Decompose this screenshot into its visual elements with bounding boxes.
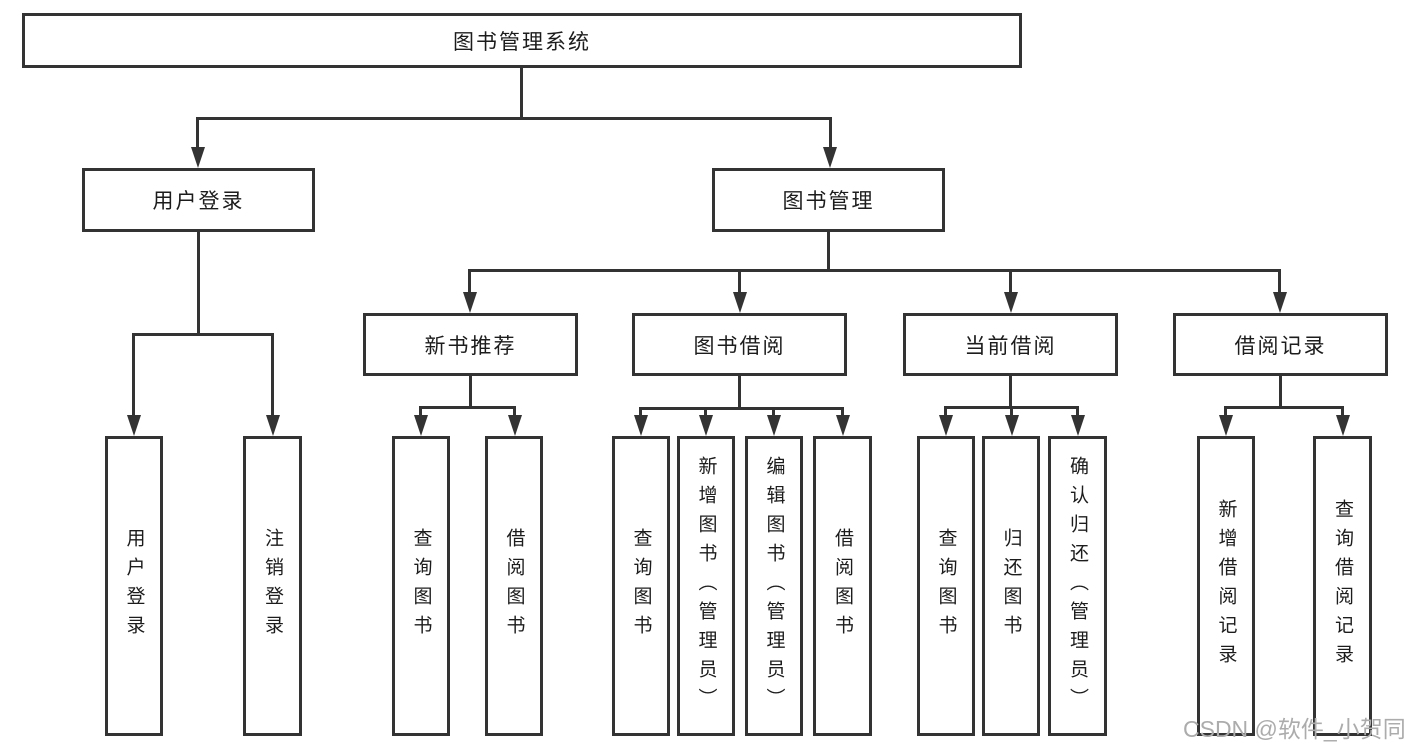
node-leaf-confirm-return-admin: 确认归还（管理员） xyxy=(1048,436,1107,736)
arrow-down-icon xyxy=(1219,415,1233,436)
node-book-management: 图书管理 xyxy=(712,168,945,232)
connector-line xyxy=(1009,376,1012,408)
node-label: 借阅图书 xyxy=(503,528,525,644)
connector-line xyxy=(1010,406,1013,416)
arrow-down-icon xyxy=(414,415,428,436)
connector-line xyxy=(1224,406,1344,409)
node-label: 图书借阅 xyxy=(693,334,786,358)
node-leaf-borrow-books: 借阅图书 xyxy=(813,436,872,736)
arrow-down-icon xyxy=(463,292,477,313)
arrow-down-icon xyxy=(733,292,747,313)
connector-line xyxy=(1341,406,1344,416)
connector-line xyxy=(639,407,642,416)
node-leaf-user-login: 用户登录 xyxy=(105,436,163,736)
arrow-down-icon xyxy=(699,415,713,436)
connector-line xyxy=(1076,406,1079,416)
connector-line xyxy=(827,232,830,271)
connector-line xyxy=(829,117,832,148)
connector-line xyxy=(419,406,516,409)
connector-line xyxy=(197,232,200,335)
node-leaf-edit-book-admin: 编辑图书（管理员） xyxy=(745,436,803,736)
arrow-down-icon xyxy=(508,415,522,436)
arrow-down-icon xyxy=(823,147,837,168)
arrow-down-icon xyxy=(1005,415,1019,436)
node-leaf-borrow-books-recommend: 借阅图书 xyxy=(485,436,543,736)
node-library-system: 图书管理系统 xyxy=(22,13,1022,68)
node-new-book-recommend: 新书推荐 xyxy=(363,313,578,376)
node-label: 新书推荐 xyxy=(424,334,517,358)
node-user-login: 用户登录 xyxy=(82,168,315,232)
connector-line xyxy=(469,376,472,408)
node-label: 注销登录 xyxy=(262,528,283,644)
node-label: 用户登录 xyxy=(123,528,145,644)
connector-line xyxy=(944,406,947,416)
connector-line xyxy=(271,333,274,416)
connector-line xyxy=(738,376,741,409)
connector-line xyxy=(639,407,844,410)
node-leaf-query-borrow-record: 查询借阅记录 xyxy=(1313,436,1372,736)
node-label: 查询图书 xyxy=(630,528,652,644)
connector-line xyxy=(468,269,1281,272)
arrow-down-icon xyxy=(767,415,781,436)
connector-line xyxy=(738,269,741,294)
connector-line xyxy=(1279,376,1282,408)
node-leaf-add-borrow-record: 新增借阅记录 xyxy=(1197,436,1255,736)
node-leaf-query-books-current: 查询图书 xyxy=(917,436,975,736)
arrow-down-icon xyxy=(1273,292,1287,313)
node-book-borrow: 图书借阅 xyxy=(632,313,847,376)
arrow-down-icon xyxy=(266,415,280,436)
node-label: 查询借阅记录 xyxy=(1332,499,1353,673)
node-leaf-add-book-admin: 新增图书（管理员） xyxy=(677,436,735,736)
connector-line xyxy=(196,117,832,120)
connector-line xyxy=(704,407,707,416)
arrow-down-icon xyxy=(836,415,850,436)
node-label: 借阅图书 xyxy=(832,528,853,644)
node-label: 查询图书 xyxy=(935,528,957,644)
arrow-down-icon xyxy=(939,415,953,436)
node-label: 新增借阅记录 xyxy=(1215,499,1237,673)
arrow-down-icon xyxy=(1004,292,1018,313)
node-label: 编辑图书（管理员） xyxy=(763,455,785,717)
node-leaf-return-books: 归还图书 xyxy=(982,436,1040,736)
connector-line xyxy=(520,66,523,119)
node-borrow-records: 借阅记录 xyxy=(1173,313,1388,376)
connector-line xyxy=(468,269,471,294)
connector-line xyxy=(132,333,274,336)
node-leaf-query-books-recommend: 查询图书 xyxy=(392,436,450,736)
connector-line xyxy=(772,407,775,416)
connector-line xyxy=(1278,269,1281,294)
arrow-down-icon xyxy=(634,415,648,436)
node-label: 确认归还（管理员） xyxy=(1067,455,1088,717)
node-label: 当前借阅 xyxy=(964,334,1057,358)
arrow-down-icon xyxy=(191,147,205,168)
node-label: 借阅记录 xyxy=(1234,334,1327,358)
csdn-watermark: CSDN @软件_小贺同学 xyxy=(1183,716,1405,742)
arrow-down-icon xyxy=(1336,415,1350,436)
arrow-down-icon xyxy=(1071,415,1085,436)
connector-line xyxy=(196,117,199,148)
connector-line xyxy=(841,407,844,416)
node-label: 新增图书（管理员） xyxy=(695,455,717,717)
node-label: 图书管理 xyxy=(782,190,875,213)
arrow-down-icon xyxy=(127,415,141,436)
node-label: 用户登录 xyxy=(152,190,245,213)
connector-line xyxy=(1009,269,1012,294)
node-label: 归还图书 xyxy=(1000,528,1022,644)
connector-line xyxy=(513,406,516,416)
connector-line xyxy=(419,406,422,416)
node-label: 图书管理系统 xyxy=(453,30,591,54)
node-leaf-query-books-borrow: 查询图书 xyxy=(612,436,670,736)
connector-line xyxy=(1224,406,1227,416)
connector-line xyxy=(132,333,135,416)
node-current-borrow: 当前借阅 xyxy=(903,313,1118,376)
node-leaf-logout: 注销登录 xyxy=(243,436,302,736)
node-label: 查询图书 xyxy=(410,528,432,644)
